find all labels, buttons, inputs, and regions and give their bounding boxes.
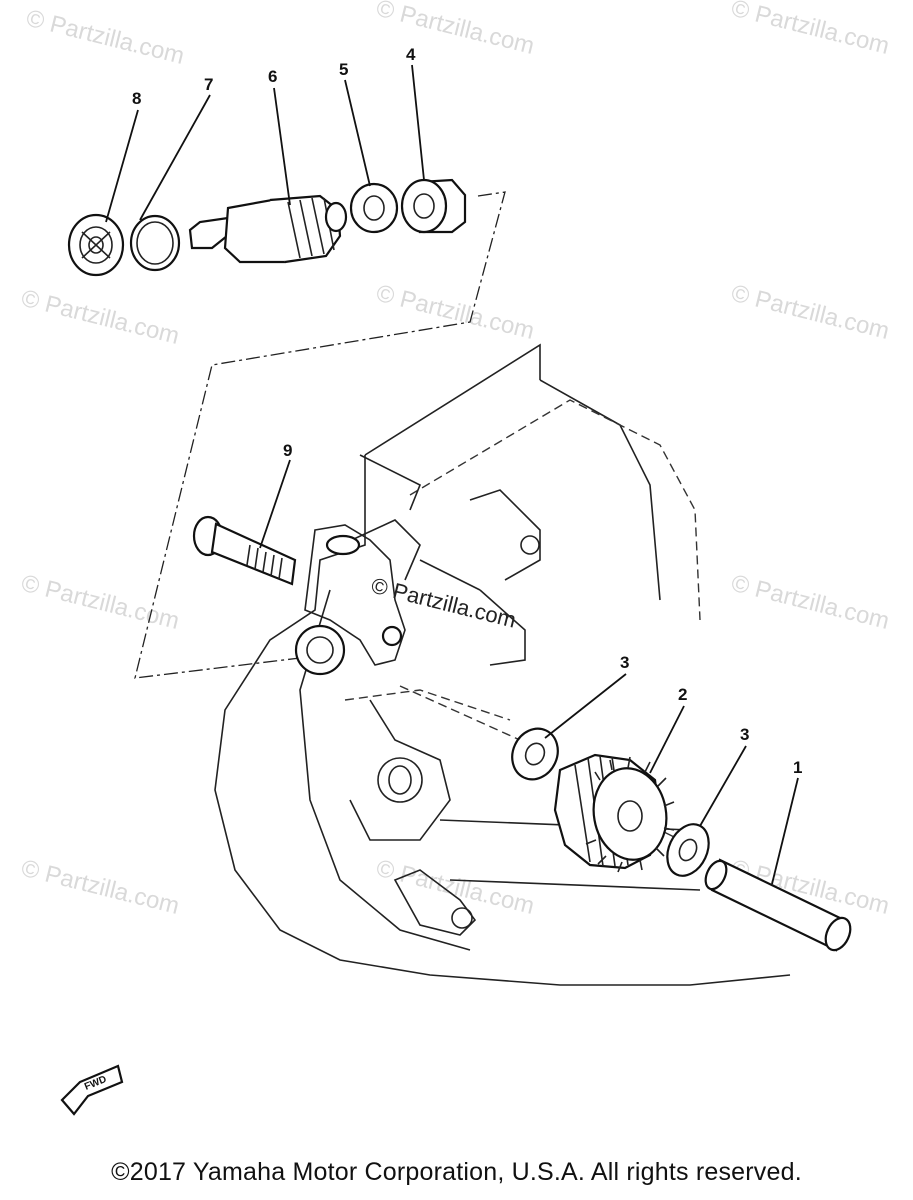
callout-7: 7	[204, 75, 213, 94]
watermark: © Partzilla.com	[19, 855, 182, 920]
callouts: 8 7 6 5 4 9 3 2 3 1	[132, 45, 802, 777]
callout-2: 2	[678, 685, 687, 704]
callout-3-lower: 3	[740, 725, 749, 744]
part-9-bolt	[192, 515, 297, 586]
part-7-o-ring	[129, 214, 181, 272]
center-watermark: © Partzilla.com	[369, 573, 519, 633]
part-1-shaft	[704, 858, 852, 952]
watermark: © Partzilla.com	[729, 0, 892, 60]
leader-lines	[105, 64, 799, 885]
part-3-washer-lower	[666, 823, 710, 877]
part-4-bushing	[400, 178, 467, 234]
copyright-notice: ©2017 Yamaha Motor Corporation, U.S.A. A…	[111, 1158, 802, 1186]
callout-9: 9	[283, 441, 292, 460]
watermark-layer: © Partzilla.com © Partzilla.com © Partzi…	[19, 0, 892, 920]
callout-5: 5	[339, 60, 348, 79]
callout-4: 4	[406, 45, 416, 64]
watermark: © Partzilla.com	[729, 280, 892, 345]
callout-8: 8	[132, 89, 141, 108]
callout-1: 1	[793, 758, 802, 777]
watermark: © Partzilla.com	[19, 285, 182, 350]
part-6-drive-gear	[188, 194, 348, 264]
watermark: © Partzilla.com	[729, 570, 892, 635]
part-3-washer-upper	[511, 727, 559, 781]
watermark: © Partzilla.com	[374, 280, 537, 345]
fwd-arrow: FWD	[60, 1064, 124, 1116]
watermark: © Partzilla.com	[374, 0, 537, 60]
part-5-washer	[349, 182, 399, 234]
callout-3-upper: 3	[620, 653, 629, 672]
watermark: © Partzilla.com	[19, 570, 182, 635]
part-2-kick-gear	[553, 753, 675, 873]
callout-6: 6	[268, 67, 277, 86]
part-8-bearing	[67, 213, 125, 277]
watermark: © Partzilla.com	[24, 5, 187, 70]
